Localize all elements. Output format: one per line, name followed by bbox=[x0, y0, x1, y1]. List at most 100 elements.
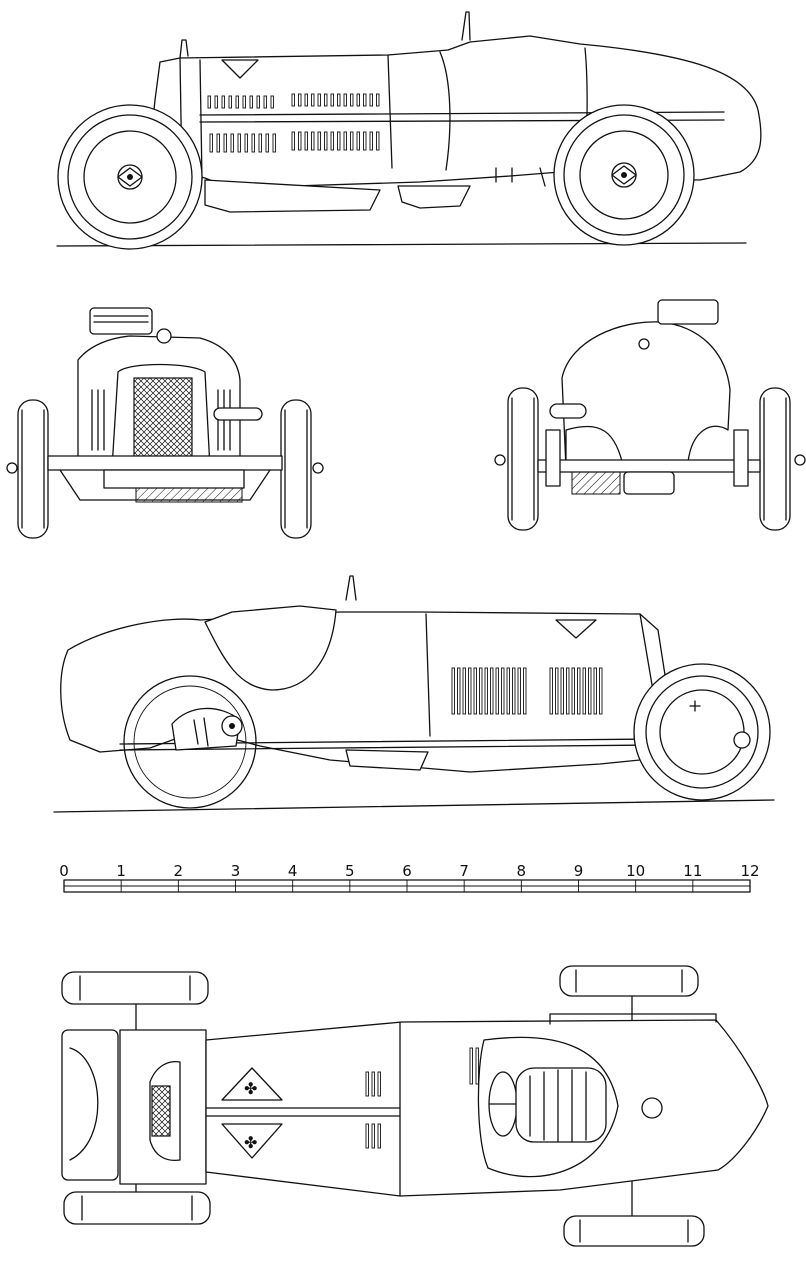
louver bbox=[337, 93, 341, 107]
side-view-left bbox=[56, 11, 762, 250]
louver bbox=[249, 95, 253, 109]
louvers-top bbox=[365, 1047, 479, 1149]
scale-label: 4 bbox=[288, 862, 298, 880]
louver bbox=[468, 667, 472, 715]
louver bbox=[566, 667, 570, 715]
louvers-lower bbox=[209, 131, 380, 153]
louver bbox=[517, 667, 521, 715]
scale-label: 5 bbox=[345, 862, 355, 880]
louver bbox=[265, 133, 269, 153]
radiator-grille bbox=[133, 377, 193, 459]
louver bbox=[209, 133, 213, 153]
louver bbox=[365, 1123, 369, 1149]
emblem-rear bbox=[221, 1123, 283, 1159]
louver bbox=[451, 667, 455, 715]
louver bbox=[230, 133, 234, 153]
louver bbox=[237, 133, 241, 153]
louver bbox=[599, 667, 603, 715]
louver bbox=[356, 93, 360, 107]
louver bbox=[298, 131, 302, 151]
louver bbox=[272, 133, 276, 153]
louver bbox=[311, 93, 315, 107]
louver bbox=[475, 1047, 479, 1085]
louver bbox=[376, 93, 380, 107]
louver bbox=[263, 95, 267, 109]
louver bbox=[571, 667, 575, 715]
louver bbox=[479, 667, 483, 715]
scale-label: 2 bbox=[174, 862, 184, 880]
scale-label: 3 bbox=[231, 862, 241, 880]
rear-wheel-side bbox=[553, 104, 695, 246]
louver bbox=[330, 131, 334, 151]
louver bbox=[484, 667, 488, 715]
louver bbox=[207, 95, 211, 109]
louver bbox=[506, 667, 510, 715]
louver bbox=[242, 95, 246, 109]
louver bbox=[214, 95, 218, 109]
louver bbox=[457, 667, 461, 715]
louver bbox=[330, 93, 334, 107]
louver bbox=[376, 131, 380, 151]
louver bbox=[495, 667, 499, 715]
louver bbox=[258, 133, 262, 153]
scale-label: 11 bbox=[683, 862, 702, 880]
quadrifoglio-icon: ✤ bbox=[244, 1133, 257, 1152]
louver bbox=[251, 133, 255, 153]
louver bbox=[462, 667, 466, 715]
front-view bbox=[6, 307, 324, 539]
louver bbox=[304, 93, 308, 107]
louver bbox=[291, 131, 295, 151]
louver bbox=[298, 93, 302, 107]
louver bbox=[555, 667, 559, 715]
louver bbox=[501, 667, 505, 715]
louver bbox=[317, 131, 321, 151]
louvers-upper bbox=[207, 93, 380, 109]
scale-label: 10 bbox=[626, 862, 645, 880]
scale-label: 8 bbox=[517, 862, 527, 880]
louver bbox=[311, 131, 315, 151]
louver bbox=[473, 667, 477, 715]
louver bbox=[363, 93, 367, 107]
louver bbox=[317, 93, 321, 107]
scale-label: 9 bbox=[574, 862, 584, 880]
louver bbox=[490, 667, 494, 715]
emblem-front bbox=[221, 1067, 283, 1101]
louver bbox=[369, 93, 373, 107]
rear-view bbox=[494, 299, 806, 531]
louver bbox=[369, 131, 373, 151]
side-view-right bbox=[53, 575, 775, 813]
louver bbox=[582, 667, 586, 715]
emblem-triangle bbox=[555, 619, 597, 639]
louver bbox=[223, 133, 227, 153]
louver bbox=[324, 93, 328, 107]
louver bbox=[235, 95, 239, 109]
scale-ticks bbox=[63, 880, 751, 892]
louver bbox=[256, 95, 260, 109]
louver bbox=[350, 93, 354, 107]
louver bbox=[371, 1123, 375, 1149]
rear-wheel-right bbox=[123, 675, 257, 809]
louver bbox=[216, 133, 220, 153]
ground-line bbox=[56, 242, 747, 247]
scale-label: 12 bbox=[740, 862, 759, 880]
louver bbox=[377, 1071, 381, 1097]
scale-label: 1 bbox=[116, 862, 126, 880]
louvers-side-right bbox=[451, 667, 603, 715]
louver bbox=[324, 131, 328, 151]
scale-label: 0 bbox=[59, 862, 69, 880]
louver bbox=[291, 93, 295, 107]
louver bbox=[244, 133, 248, 153]
louver bbox=[270, 95, 274, 109]
louver bbox=[343, 93, 347, 107]
quadrifoglio-icon: ✤ bbox=[244, 1079, 257, 1098]
wheel-hub-icon bbox=[117, 167, 143, 187]
louver bbox=[377, 1123, 381, 1149]
louver bbox=[356, 131, 360, 151]
louver bbox=[221, 95, 225, 109]
louver bbox=[228, 95, 232, 109]
louver bbox=[365, 1071, 369, 1097]
louver bbox=[343, 131, 347, 151]
scale-label: 6 bbox=[402, 862, 412, 880]
